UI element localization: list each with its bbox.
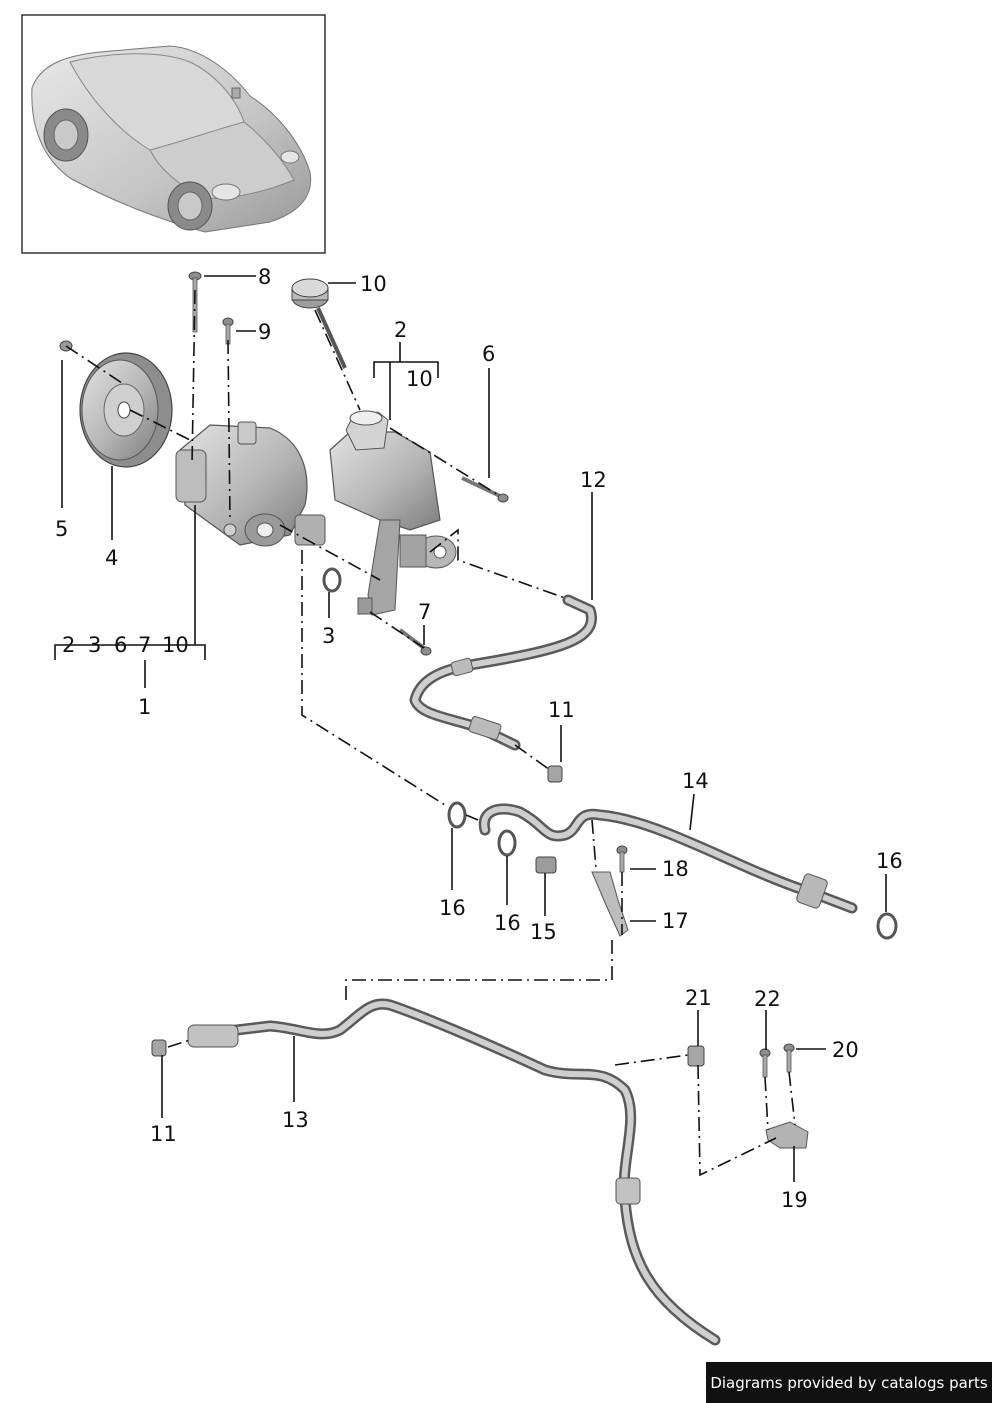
pulley — [79, 352, 173, 468]
callout-9: 9 — [258, 320, 271, 344]
callout-labels: 8 10 9 2 10 6 5 4 12 3 7 2 3 6 7 10 1 11… — [55, 265, 903, 1212]
callout-21: 21 — [685, 986, 712, 1010]
callout-12: 12 — [580, 468, 607, 492]
callout-20: 20 — [832, 1038, 859, 1062]
group1-item-7: 7 — [138, 633, 151, 657]
assembly-lines — [65, 289, 796, 1177]
callout-17: 17 — [662, 909, 689, 933]
group1-item-3: 3 — [88, 633, 101, 657]
group1-item-2: 2 — [62, 633, 75, 657]
callout-2: 2 — [394, 318, 407, 342]
group1-item-6: 6 — [114, 633, 127, 657]
callout-16-mid: 16 — [494, 911, 521, 935]
callout-6: 6 — [482, 342, 495, 366]
callout-19: 19 — [781, 1188, 808, 1212]
callout-16-right: 16 — [876, 849, 903, 873]
hose-13 — [187, 998, 721, 1346]
leader-lines — [54, 275, 887, 1182]
callout-15: 15 — [530, 920, 557, 944]
callout-13: 13 — [282, 1108, 309, 1132]
callout-22: 22 — [754, 987, 781, 1011]
callout-3: 3 — [322, 624, 335, 648]
callout-11-upper: 11 — [548, 698, 575, 722]
callout-7: 7 — [418, 600, 431, 624]
footer-credit: Diagrams provided by catalogs parts — [706, 1362, 992, 1403]
hardware-parts — [59, 271, 898, 1149]
power-steering-pump — [175, 421, 326, 547]
hose-14 — [478, 803, 858, 914]
callout-4: 4 — [105, 546, 118, 570]
hose-12 — [409, 594, 597, 751]
callout-14: 14 — [682, 769, 709, 793]
fluid-reservoir — [329, 410, 457, 616]
callout-1: 1 — [138, 695, 151, 719]
callout-10-cap: 10 — [360, 272, 387, 296]
callout-16-left: 16 — [439, 896, 466, 920]
reservoir-cap — [291, 278, 347, 369]
callout-8: 8 — [258, 265, 271, 289]
group1-item-10: 10 — [162, 633, 189, 657]
callout-18: 18 — [662, 857, 689, 881]
car-thumbnail — [21, 14, 326, 254]
car-icon — [31, 45, 312, 233]
callout-10-group2: 10 — [406, 367, 433, 391]
callout-11-lower: 11 — [150, 1122, 177, 1146]
callout-5: 5 — [55, 517, 68, 541]
